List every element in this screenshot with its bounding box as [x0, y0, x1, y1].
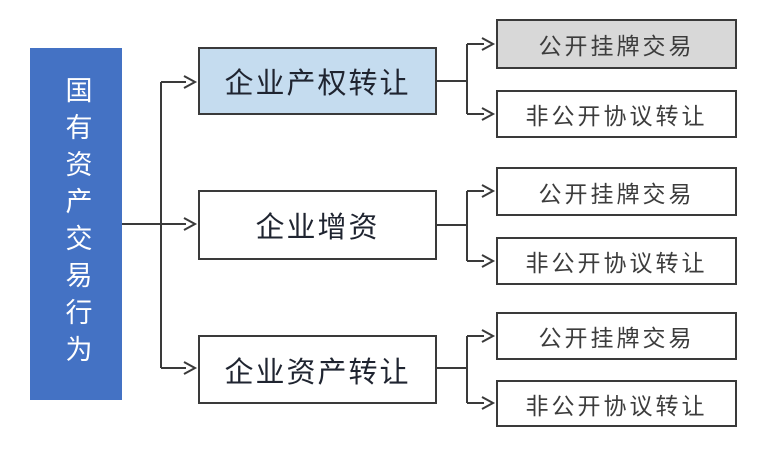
leaf-node-public-listing-1: 公开挂牌交易: [496, 19, 737, 69]
leaf-node-private-agreement-1: 非公开协议转让: [496, 90, 737, 138]
root-node: 国有资产交易行为: [30, 48, 122, 400]
connector-root-to-branches: [122, 75, 198, 375]
branch-node-label: 企业产权转让: [224, 68, 411, 100]
leaf-node-private-agreement-3: 非公开协议转让: [496, 380, 737, 427]
leaf-node-public-listing-2: 公开挂牌交易: [496, 167, 737, 216]
branch-node-capital-increase: 企业增资: [198, 190, 437, 260]
leaf-node-public-listing-3: 公开挂牌交易: [496, 312, 737, 360]
branch-node-label: 企业资产转让: [224, 356, 411, 389]
connector-branch1-to-leaves: [437, 37, 496, 121]
leaf-node-label: 非公开协议转让: [525, 251, 708, 276]
leaf-node-private-agreement-2: 非公开协议转让: [496, 237, 737, 285]
branch-node-property-transfer: 企业产权转让: [198, 47, 437, 115]
leaf-node-label: 非公开协议转让: [525, 104, 708, 129]
leaf-node-label: 公开挂牌交易: [538, 326, 695, 351]
branch-node-asset-transfer: 企业资产转让: [198, 335, 437, 404]
leaf-node-label: 公开挂牌交易: [538, 181, 695, 207]
branch-node-label: 企业增资: [255, 212, 380, 244]
connector-branch2-to-leaves: [437, 184, 496, 268]
leaf-node-label: 公开挂牌交易: [538, 34, 695, 59]
leaf-node-label: 非公开协议转让: [525, 393, 708, 419]
root-node-label: 国有资产交易行为: [61, 76, 92, 372]
connector-branch3-to-leaves: [437, 329, 496, 410]
